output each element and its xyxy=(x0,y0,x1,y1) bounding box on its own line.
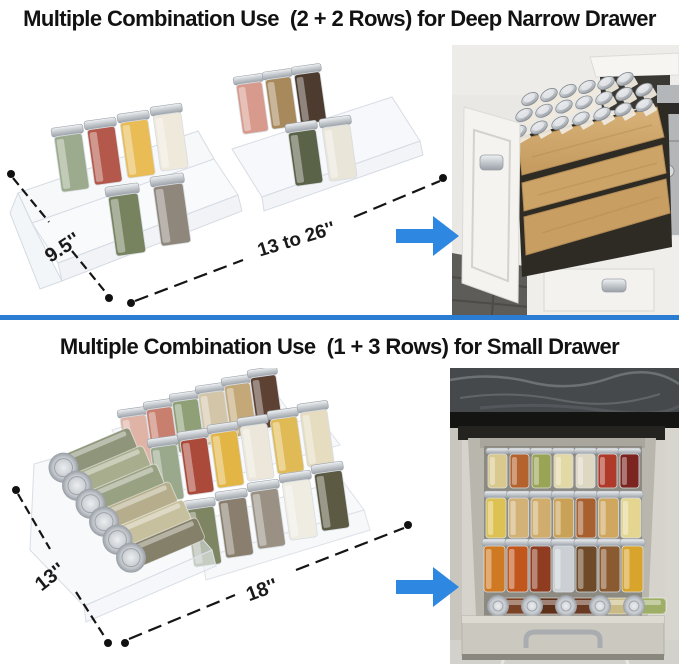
panel-deep-narrow-drawer: Multiple Combination Use (2 + 2 Rows) fo… xyxy=(0,0,679,315)
jar-row xyxy=(284,114,358,187)
jar-row xyxy=(232,63,327,135)
dimension-label-width: 18'' xyxy=(243,575,280,607)
dimension-line-depth xyxy=(12,177,108,295)
dimension-line-depth xyxy=(17,493,107,640)
dimension-line-width xyxy=(128,526,405,641)
jar-row-lying xyxy=(487,595,667,617)
dimension-label-width: 13 to 26'' xyxy=(255,218,337,261)
jar-row xyxy=(104,172,192,257)
right-arrow-icon xyxy=(396,214,460,258)
organizer-product-photo-1x3: 13'' 18'' xyxy=(12,368,412,647)
jar-cap-row xyxy=(515,82,657,127)
organizer-product-photo-2x2: 9.5'' 13 to 26'' xyxy=(7,63,447,307)
jar-row xyxy=(146,400,335,503)
small-drawer-photo xyxy=(450,368,679,664)
deep-drawer-photo xyxy=(452,45,679,315)
dimension-line-width xyxy=(134,179,441,303)
jar-row xyxy=(485,447,642,489)
jar-cap-row xyxy=(521,72,638,111)
divider-line xyxy=(0,315,679,320)
jar-row xyxy=(483,490,644,539)
panel-title: Multiple Combination Use (1 + 3 Rows) fo… xyxy=(59,334,620,359)
cup-handle-icon xyxy=(479,154,504,171)
jar-row-lying xyxy=(48,427,205,573)
right-arrow-icon xyxy=(396,565,460,609)
panel-small-drawer: Multiple Combination Use (1 + 3 Rows) fo… xyxy=(0,321,679,664)
jar-row xyxy=(50,102,189,193)
jar-row xyxy=(481,538,646,593)
cup-handle-icon xyxy=(601,278,627,293)
bar-handle-icon xyxy=(523,629,603,648)
panel-title: Multiple Combination Use (2 + 2 Rows) fo… xyxy=(23,6,656,31)
